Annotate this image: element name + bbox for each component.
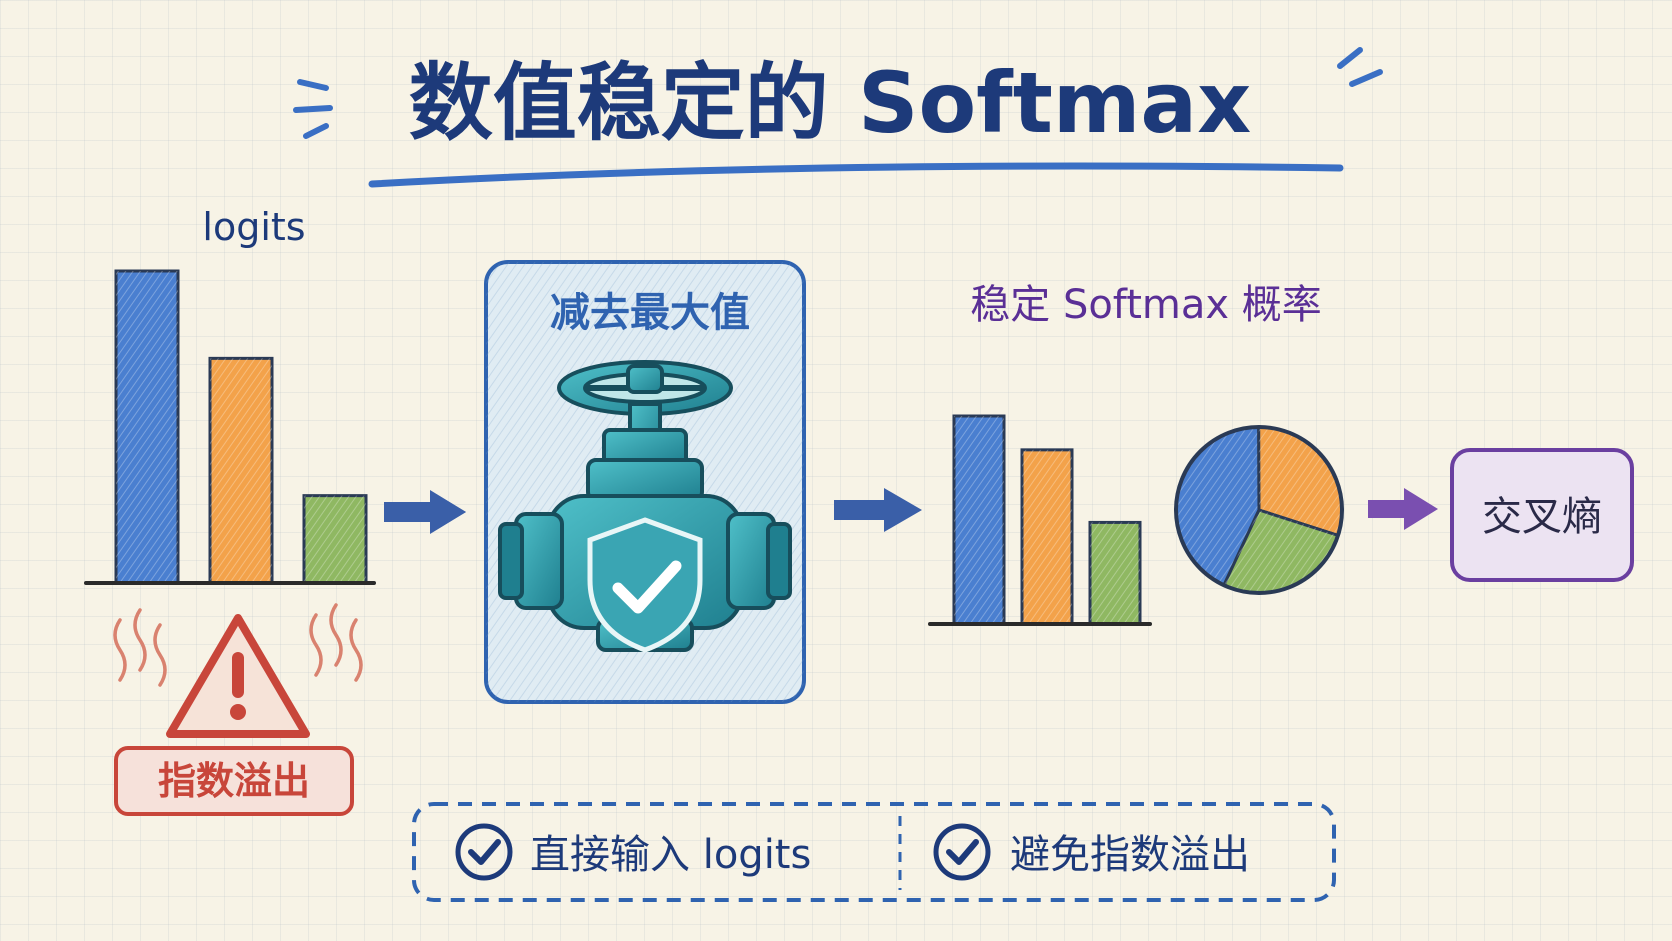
logits-chart [84, 269, 376, 585]
stable-bars-bar-texture-1 [954, 416, 1004, 624]
arrow-right-icon [384, 490, 466, 534]
pie-slice-texture-2 [1258, 427, 1342, 536]
cross-entropy-box: 交叉熵 [1450, 448, 1634, 582]
stable-pie-chart [1174, 425, 1344, 595]
pie-outline [1174, 425, 1344, 595]
title-underline [368, 162, 1344, 188]
benefit-item-2: 避免指数溢出 [1010, 832, 1250, 878]
sparkle-right-icon [1337, 47, 1383, 87]
logits-bar-texture-3 [304, 495, 366, 583]
arrow-right-icon [1368, 488, 1438, 530]
pie-slice-texture-1 [1176, 427, 1259, 586]
benefits-box: 直接输入 logits 避免指数溢出 [412, 802, 1336, 902]
title-group: 数值稳定的 Softmax [293, 47, 1383, 188]
logits-label: logits [202, 205, 305, 249]
logits-bar-texture-1 [116, 271, 178, 583]
stable-bar-chart [928, 414, 1152, 626]
stable-bars-bar-texture-2 [1022, 449, 1072, 624]
sparkle-left-icon [293, 79, 333, 139]
logits-bar-texture-2 [210, 358, 272, 583]
warning-icon [166, 614, 310, 738]
page-title: 数值稳定的 Softmax [409, 54, 1252, 152]
valve-icon [498, 360, 792, 653]
cross-entropy-text: 交叉熵 [1482, 494, 1602, 540]
valve-panel: 减去最大值 [484, 260, 806, 704]
check-circle-icon [933, 823, 991, 881]
stable-softmax-label: 稳定 Softmax 概率 [970, 282, 1322, 328]
arrow-right-icon [834, 488, 922, 532]
stable-bars-bar-texture-3 [1090, 522, 1140, 624]
check-circle-icon [455, 823, 513, 881]
warning-badge [114, 746, 354, 816]
pie-slice-texture-3 [1223, 510, 1339, 593]
heat-wave-icon [113, 603, 363, 687]
warning-text: 指数溢出 [158, 759, 310, 803]
valve-label: 减去最大值 [550, 290, 750, 336]
benefit-item-1: 直接输入 logits [530, 832, 811, 878]
warning-group: 指数溢出 [113, 603, 363, 816]
